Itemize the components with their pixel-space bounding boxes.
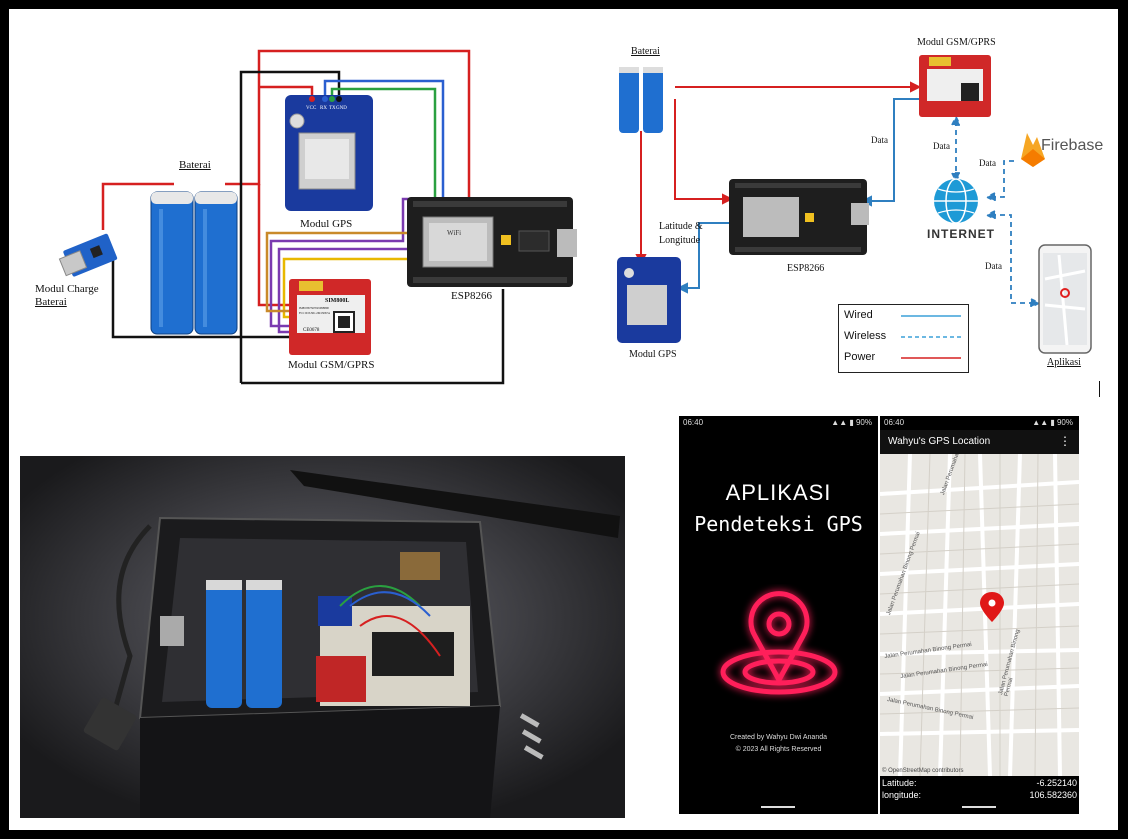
- battery-pack-arch: [619, 67, 663, 133]
- gsm-module-arch: [919, 55, 991, 117]
- esp8266-board-circuit: [407, 197, 577, 287]
- gps-pin-gnd: GND: [336, 106, 347, 111]
- splash-status-bar: 06:40 ▲▲ ▮ 90%: [679, 416, 878, 430]
- arch-latlong-label-1: Latitude &: [659, 221, 703, 232]
- arch-data-label-2: Data: [933, 141, 950, 151]
- circuit-battery-label: Baterai: [179, 159, 211, 171]
- splash-nav-handle[interactable]: [761, 806, 795, 808]
- battery-pack-circuit: [151, 192, 237, 334]
- charge-module: [57, 233, 118, 279]
- aplikasi-label: Aplikasi: [1047, 357, 1081, 368]
- figure-frame: VCC RX TX GND WiFi: [9, 9, 1118, 830]
- divider-mark: [1099, 381, 1100, 397]
- arch-latlong-label-2: Longitude: [659, 235, 700, 246]
- gps-module-circuit: [285, 95, 373, 211]
- map-time: 06:40: [884, 418, 904, 427]
- splash-subtitle: Pendeteksi GPS: [679, 512, 878, 536]
- neon-location-icon: [679, 584, 878, 724]
- app-title: Wahyu's GPS Location: [888, 436, 990, 447]
- map-battery: 90%: [1057, 418, 1073, 427]
- gps-pin-rx: RX: [320, 106, 327, 111]
- circuit-gps-label: Modul GPS: [300, 218, 352, 230]
- splash-copyright: © 2023 All Rights Reserved: [679, 746, 878, 753]
- arch-data-label-4: Data: [985, 261, 1002, 271]
- coordinate-panel: Latitude: -6.252140 longitude: 106.58236…: [880, 776, 1079, 814]
- gsm-chip-text: SIM800L: [325, 298, 349, 304]
- arch-data-label-1: Data: [871, 135, 888, 145]
- arch-esp-label: ESP8266: [787, 263, 824, 274]
- arch-battery-label: Baterai: [631, 46, 660, 57]
- circuit-charge-label-2: Baterai: [35, 296, 67, 308]
- arch-gsm-label: Modul GSM/GPRS: [917, 37, 996, 48]
- map-nav-handle[interactable]: [962, 806, 996, 808]
- circuit-charge-label-1: Modul Charge: [35, 283, 99, 295]
- gsm-fcc: FCC ID:U9U-2M13067A: [299, 311, 331, 315]
- arch-data-label-3: Data: [979, 158, 996, 168]
- esp-chip-text: WiFi: [447, 229, 461, 237]
- longitude-label: longitude:: [882, 790, 921, 800]
- latitude-label: Latitude:: [882, 778, 917, 788]
- map-status-bar: 06:40 ▲▲ ▮ 90%: [880, 416, 1079, 430]
- latitude-value: -6.252140: [1036, 778, 1077, 788]
- firebase-label: Firebase: [1041, 137, 1103, 155]
- circuit-diagram: VCC RX TX GND WiFi: [9, 9, 599, 409]
- device-photo: [20, 456, 625, 818]
- gps-module-arch: [617, 257, 681, 343]
- internet-globe-icon: [934, 179, 978, 223]
- splash-time: 06:40: [683, 418, 703, 427]
- arch-gps-label: Modul GPS: [629, 349, 677, 360]
- phone-splash-screen: 06:40 ▲▲ ▮ 90% APLIKASI Pendeteksi GPS C…: [679, 416, 878, 814]
- more-vert-icon[interactable]: ⋮: [1059, 434, 1071, 448]
- map-signal-icon: ▲▲ ▮: [1032, 418, 1057, 427]
- splash-battery: 90%: [856, 418, 872, 427]
- splash-credit: Created by Wahyu Dwi Ananda: [679, 734, 878, 741]
- circuit-esp-label: ESP8266: [451, 290, 492, 302]
- gps-pin-vcc: VCC: [306, 106, 317, 111]
- esp8266-board-arch: [729, 179, 869, 255]
- gsm-cert: CE0678: [303, 328, 320, 333]
- app-bar: Wahyu's GPS Location ⋮: [880, 430, 1079, 454]
- gsm-module-circuit: [289, 279, 371, 355]
- phone-map-screen: 06:40 ▲▲ ▮ 90% Wahyu's GPS Location ⋮: [880, 416, 1079, 814]
- circuit-gsm-label: Modul GSM/GPRS: [288, 359, 375, 371]
- app-phone-icon: [1039, 245, 1091, 353]
- map-credit[interactable]: © OpenStreetMap contributors: [882, 768, 963, 774]
- splash-title: APLIKASI: [679, 480, 878, 506]
- longitude-value: 106.582360: [1029, 790, 1077, 800]
- signal-icon: ▲▲ ▮: [831, 418, 856, 427]
- map-view[interactable]: Jalan Perumahan Binong Permai Jalan Peru…: [880, 454, 1079, 776]
- gps-pin-tx: TX: [329, 106, 336, 111]
- gsm-imei: IMEI:867567045998800: [299, 306, 329, 310]
- legend: Wired Wireless Power: [838, 304, 969, 373]
- internet-label: INTERNET: [927, 227, 995, 241]
